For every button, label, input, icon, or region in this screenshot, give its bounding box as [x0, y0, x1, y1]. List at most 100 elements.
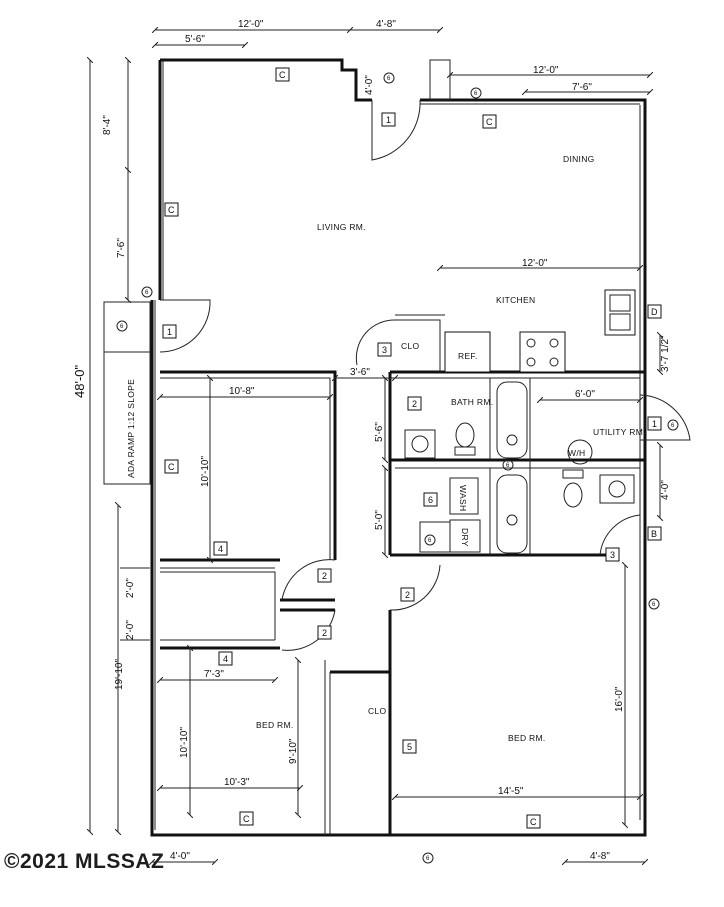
room-label-bath: BATH RM.	[451, 397, 493, 407]
svg-text:2: 2	[322, 628, 327, 638]
svg-text:3: 3	[610, 550, 615, 560]
dim-kitchen-12-0: 12'-0"	[522, 258, 548, 269]
tag-boxes: C C C C C C D B 1 1 1 3 3 2 2 2 2 4 4 5 …	[162, 67, 662, 829]
dim-top-4-8: 4'-8"	[376, 19, 396, 30]
dim-bottom-4-8: 4'-8"	[590, 851, 610, 862]
tag-c: C	[239, 811, 254, 826]
tag-2: 2	[407, 396, 422, 411]
svg-text:C: C	[168, 462, 175, 472]
svg-text:C: C	[168, 205, 175, 215]
svg-text:6: 6	[387, 76, 391, 82]
room-label-closet-top: CLO	[401, 341, 419, 351]
svg-text:6: 6	[428, 538, 432, 544]
dim-util-6-0: 6'-0"	[575, 389, 595, 400]
svg-text:3: 3	[382, 345, 387, 355]
dim-left-19-10: 19'-10"	[114, 659, 125, 690]
tag-4: 4	[213, 541, 228, 556]
svg-text:5: 5	[407, 742, 412, 752]
svg-text:1: 1	[652, 419, 657, 429]
room-label-bed-right: BED RM.	[508, 733, 546, 743]
circle-marker: 6	[383, 72, 395, 84]
svg-text:2: 2	[412, 399, 417, 409]
tag-c: C	[164, 202, 179, 217]
room-label-utility: UTILITY RM.	[593, 427, 646, 437]
tag-6: 6	[423, 492, 438, 507]
svg-text:C: C	[486, 117, 493, 127]
tag-c: C	[482, 114, 497, 129]
dim-right-7-6: 7'-6"	[572, 82, 592, 93]
circle-marker: 6	[648, 598, 660, 610]
room-label-closet-bottom: CLO	[368, 706, 386, 716]
room-label-kitchen: KITCHEN	[496, 295, 535, 305]
dim-right-3-7: 3'-7 1/2"	[660, 335, 671, 372]
dim-bed-9-10: 9'-10"	[288, 738, 299, 764]
dim-bed-10-8: 10'-8"	[229, 386, 255, 397]
dim-closet-5-0: 5'-0"	[374, 510, 385, 530]
dim-bed-7-3: 7'-3"	[204, 669, 224, 680]
dim-bottom-4-0: 4'-0"	[170, 851, 190, 862]
fixture-label-wash: WASH	[458, 485, 468, 511]
circle-marker: 6	[502, 459, 514, 471]
circle-marker: 6	[424, 534, 436, 546]
tag-c: C	[275, 67, 290, 82]
bath-fixtures	[404, 381, 635, 554]
fixture-label-ref: REF.	[458, 351, 478, 361]
dim-hall-3-6: 3'-6"	[350, 367, 370, 378]
svg-text:2: 2	[322, 571, 327, 581]
ramp-label: ADA RAMP 1:12 SLOPE	[126, 379, 136, 478]
dim-bed-10-3: 10'-3"	[224, 777, 250, 788]
dim-bed-16-0: 16'-0"	[614, 686, 625, 712]
tag-2: 2	[317, 625, 332, 640]
mls-watermark: ©2021 MLSSAZ	[4, 850, 165, 873]
interior-walls	[160, 314, 645, 835]
room-labels: LIVING RM. DINING KITCHEN BATH RM. UTILI…	[126, 154, 646, 743]
tag-1: 1	[162, 324, 177, 339]
svg-text:C: C	[243, 814, 250, 824]
svg-text:1: 1	[167, 327, 172, 337]
svg-text:6: 6	[120, 324, 124, 330]
room-label-bed-left: BED RM.	[256, 720, 294, 730]
tag-3: 3	[605, 547, 620, 562]
circle-marker: 6	[141, 286, 153, 298]
tag-2: 2	[400, 587, 415, 602]
doors	[159, 99, 691, 651]
dimension-lines	[90, 30, 660, 862]
svg-text:2: 2	[405, 590, 410, 600]
dimension-labels: 12'-0" 5'-6" 4'-8" 4'-0" 12'-0" 7'-6" 8'…	[72, 19, 671, 862]
dim-bath-5-6: 5'-6"	[374, 422, 385, 442]
svg-text:6: 6	[145, 290, 149, 296]
tag-d: D	[647, 304, 662, 319]
circle-markers: 6 6 6 6 6 6 6 6 6	[116, 72, 679, 864]
room-label-dining: DINING	[563, 154, 595, 164]
dim-top-4-0: 4'-0"	[364, 75, 375, 95]
fixture-label-water-heater: W/H	[568, 448, 585, 458]
tag-4: 4	[218, 651, 233, 666]
dim-bed-10-10-a: 10'-10"	[200, 456, 211, 487]
tag-1: 1	[381, 112, 396, 127]
dim-top-5-6: 5'-6"	[185, 34, 205, 45]
kitchen-fixtures	[429, 59, 640, 373]
svg-text:6: 6	[506, 463, 510, 469]
dim-left-7-6: 7'-6"	[116, 238, 127, 258]
tag-5: 5	[402, 739, 417, 754]
circle-marker: 6	[116, 320, 128, 332]
fixture-label-dry: DRY	[460, 528, 470, 547]
circle-marker: 6	[470, 87, 482, 99]
exterior-walls	[150, 58, 647, 837]
svg-text:4: 4	[223, 654, 228, 664]
dim-top-12-0: 12'-0"	[238, 19, 264, 30]
circle-marker: 6	[667, 419, 679, 431]
dim-step-2-0-a: 2'-0"	[125, 578, 136, 598]
dim-right-12-0: 12'-0"	[533, 65, 559, 76]
dim-left-8-4: 8'-4"	[102, 115, 113, 135]
dim-step-2-0-b: 2'-0"	[125, 620, 136, 640]
svg-text:6: 6	[652, 602, 656, 608]
svg-text:D: D	[651, 307, 658, 317]
dim-util-4-0: 4'-0"	[660, 480, 671, 500]
svg-text:6: 6	[426, 856, 430, 862]
dim-overall-48-0: 48'-0"	[72, 364, 87, 398]
tag-c: C	[164, 459, 179, 474]
dim-bed-14-5: 14'-5"	[498, 786, 524, 797]
svg-text:4: 4	[218, 544, 223, 554]
